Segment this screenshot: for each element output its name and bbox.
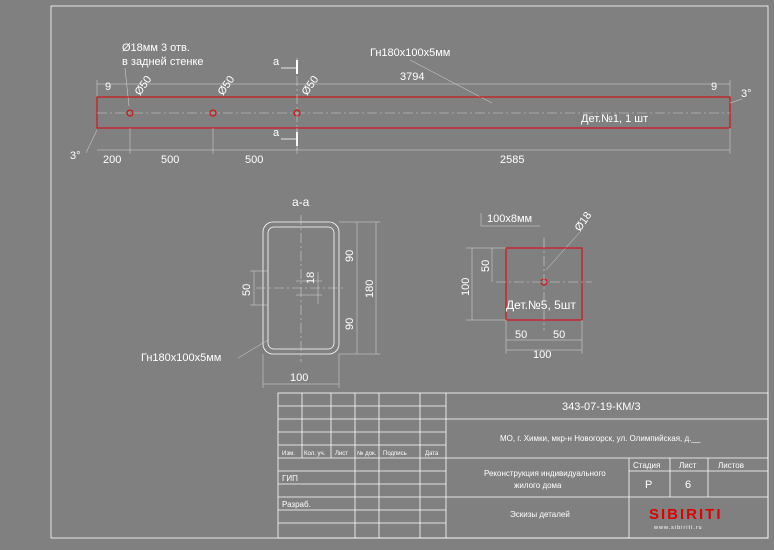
col-list: Лист [335,451,348,457]
dim-500-a: 500 [161,154,179,166]
beam-hole-2 [209,109,217,117]
dim-200: 200 [103,154,121,166]
hole-dia-1: Ø50 [133,74,155,98]
angle-right: 3° [741,88,752,100]
section-title: а-а [292,195,310,209]
sheet-title: Эскизы деталей [510,510,570,519]
sheets-label: Листов [718,461,744,470]
beam-outline [96,96,731,129]
sec-dim-18-label: 18 [305,272,317,284]
website: www.sibiriti.ru [653,525,703,531]
holes-note-line2: в задней стенке [122,56,204,68]
plate-height-label: 100 [460,278,472,296]
beam-view: Гн180х100х5мм Ø18мм 3 отв. в задней стен… [70,42,752,166]
plate-part-label: Дет.№5, 5шт [506,298,576,312]
beam-part-label: Дет.№1, 1 шт [581,113,648,125]
sec-dim-90-top: 90 [344,250,356,262]
doc-code: 343-07-19-КМ/3 [562,401,641,413]
col-kol-uch: Кол. уч. [304,451,326,457]
holes-note-line1: Ø18мм 3 отв. [122,42,190,54]
sec-dim-100-label: 100 [290,372,308,384]
sec-dim-180-label: 180 [364,280,376,298]
dim-2585: 2585 [500,154,524,166]
plate-width-label: 100 [533,349,551,361]
hole-dia-2: Ø50 [216,74,238,98]
sec-dim-50-label: 50 [241,284,253,296]
section-profile-label: Гн180х100х5мм [141,352,221,364]
col-data: Дата [425,451,439,457]
stage-value: Р [645,479,652,491]
row-razrab: Разраб. [282,500,311,509]
beam-profile-label: Гн180х100х5мм [370,47,450,59]
sheet-label: Лист [679,461,697,470]
project-line2: жилого дома [514,481,562,490]
right-offset-dim: 9 [711,81,717,93]
title-block: 343-07-19-КМ/3 МО, г. Химки, мкр-н Новог… [277,392,769,539]
row-gip: ГИП [282,474,298,483]
section-view: а-а 90 90 180 50 18 100 Гн180х100х5мм [141,195,380,388]
length-dim: 3794 [400,71,424,83]
beam-hole-1 [126,109,134,117]
col-izm: Изм. [282,451,295,457]
plate-view: 100х8мм Ø18 100 50 Дет.№5, 5шт 50 50 100 [460,210,594,361]
section-mark-bottom: а [273,127,280,139]
stage-label: Стадия [633,461,660,470]
plate-hole-dia: Ø18 [573,210,595,234]
plate-profile-label: 100х8мм [487,213,532,225]
holes-note-leader [124,67,130,107]
col-podpis: Подпись [383,451,407,457]
dim-500-b: 500 [245,154,263,166]
plate-hole-leader [545,231,581,271]
plate-half-right: 50 [553,329,565,341]
beam-profile-leader [409,59,493,104]
project-line1: Реконструкция индивидуального [484,469,606,478]
plate-hole-y-label: 50 [480,260,492,272]
angle-right-leader [729,98,743,104]
angle-left-leader [85,129,98,154]
left-offset-dim: 9 [105,81,111,93]
angle-left: 3° [70,150,81,162]
hole-dia-3: Ø50 [300,74,322,98]
sec-dim-90-bottom: 90 [344,318,356,330]
section-mark-top: а [273,56,280,68]
title-block-frame [277,392,769,539]
section-profile-leader [237,339,269,359]
sheet-value: 6 [685,479,691,491]
logo: SIBIRITI [649,506,723,523]
address: МО, г. Химки, мкр-н Новогорск, ул. Олимп… [500,434,701,443]
col-ndok: № док. [357,450,377,457]
plate-half-left: 50 [515,329,527,341]
